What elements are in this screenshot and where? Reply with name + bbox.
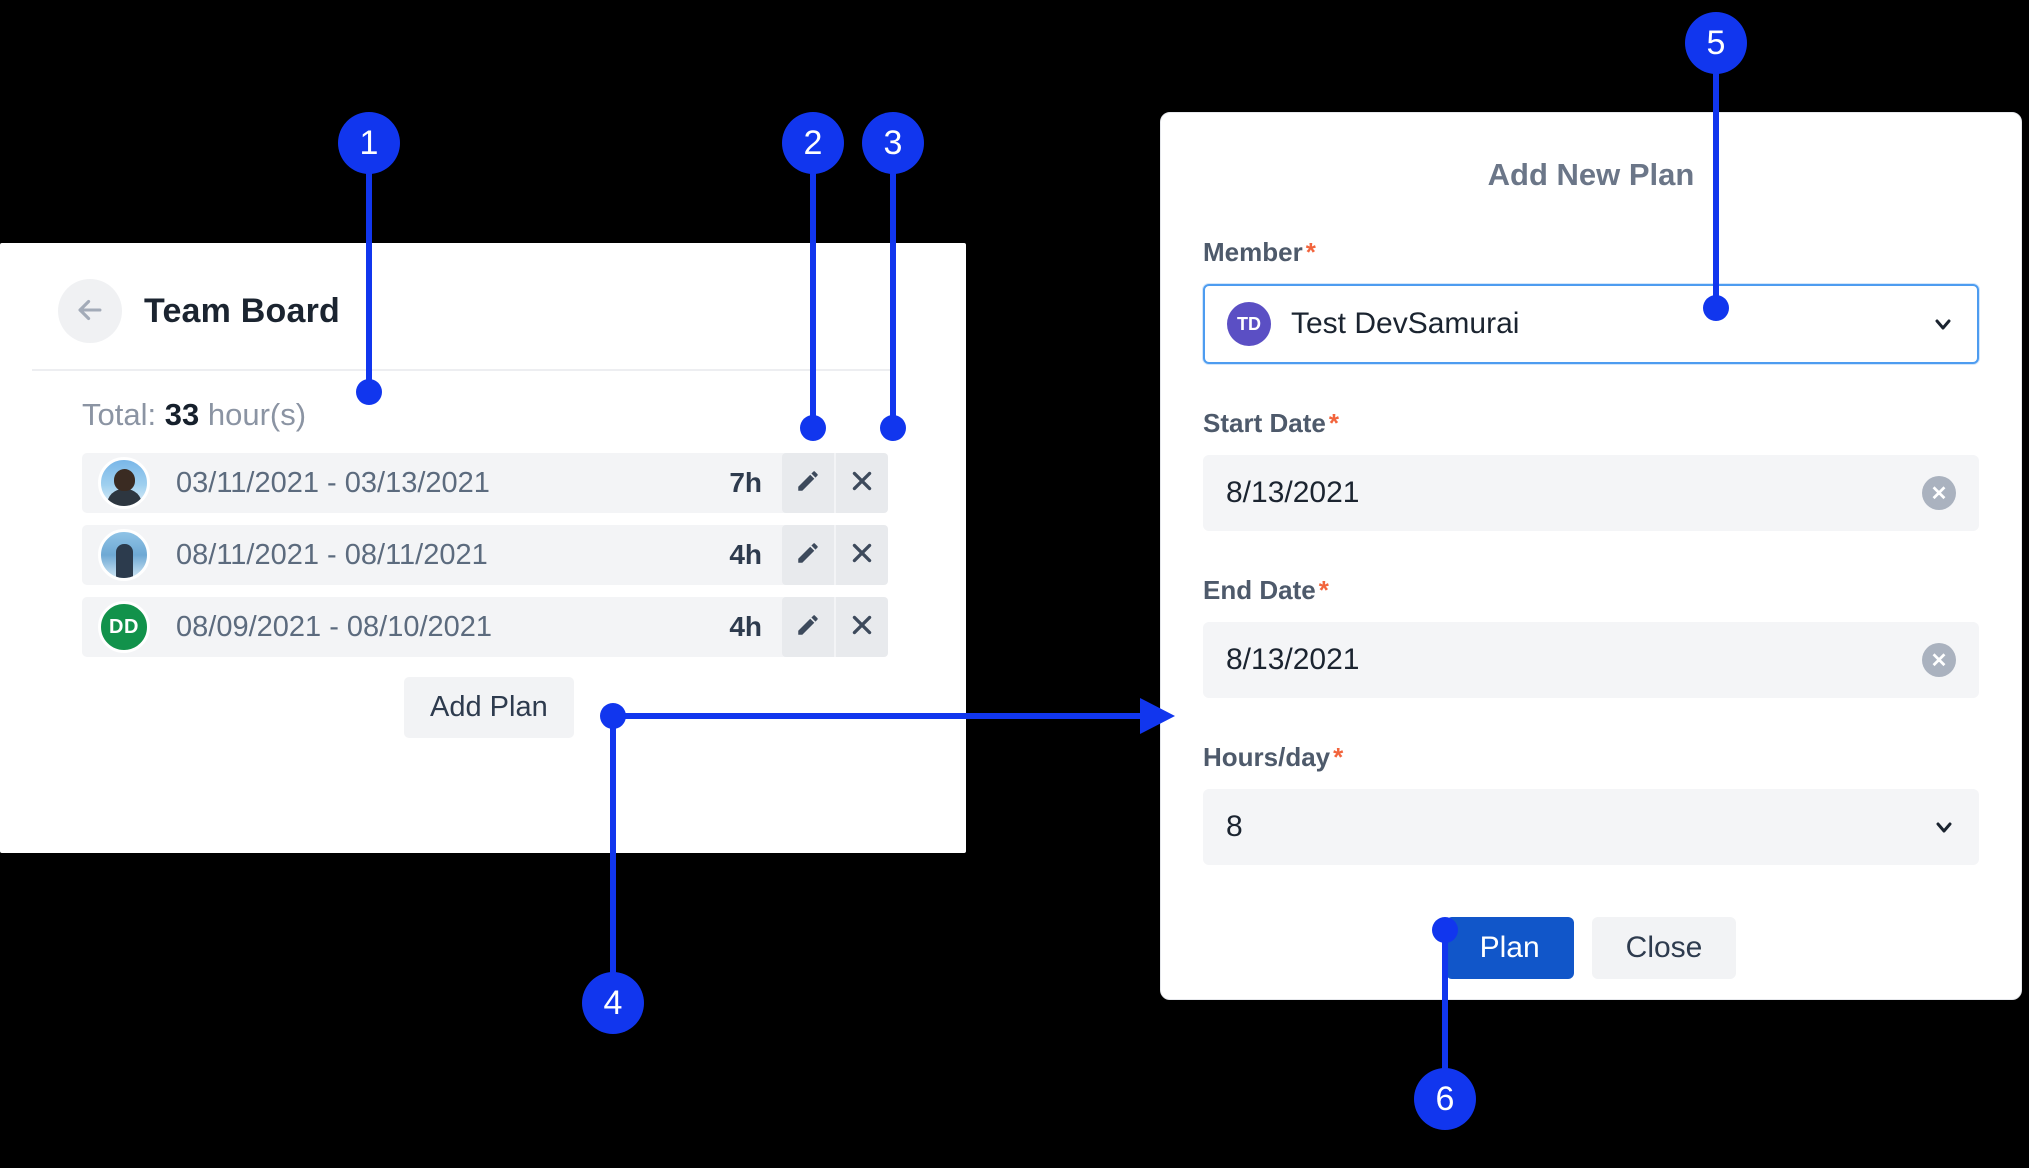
pencil-icon xyxy=(795,612,821,643)
arrow-left-icon xyxy=(73,293,107,330)
required-marker: * xyxy=(1305,237,1316,267)
avatar: DD xyxy=(98,601,150,653)
member-select[interactable]: TD Test DevSamurai xyxy=(1203,284,1979,364)
plan-hours: 7h xyxy=(729,467,762,498)
close-x-icon xyxy=(849,468,875,499)
plan-date-range: 03/11/2021 - 03/13/2021 xyxy=(176,466,490,499)
required-marker: * xyxy=(1318,575,1329,605)
chevron-down-icon xyxy=(1932,815,1956,839)
close-x-icon xyxy=(849,612,875,643)
total-value: 33 xyxy=(164,397,200,432)
plan-date-range: 08/09/2021 - 08/10/2021 xyxy=(176,610,493,643)
pencil-icon xyxy=(795,468,821,499)
callout-badge-6: 6 xyxy=(1414,1068,1476,1130)
clear-circle-icon[interactable]: ✕ xyxy=(1922,476,1956,510)
page-title: Team Board xyxy=(144,291,340,330)
end-date-label-text: End Date xyxy=(1203,575,1316,605)
table-row[interactable]: 08/11/2021 - 08/11/2021 4h xyxy=(82,525,888,585)
hours-per-day-select[interactable]: 8 xyxy=(1203,789,1979,865)
start-date-value: 8/13/2021 xyxy=(1226,476,1360,509)
hours-per-day-label-text: Hours/day xyxy=(1203,742,1331,772)
required-marker: * xyxy=(1328,408,1339,438)
total-suffix: hour(s) xyxy=(207,397,307,432)
start-date-label: Start Date* xyxy=(1203,408,1979,439)
team-board-header: Team Board xyxy=(0,243,966,343)
dialog-actions: Plan Close xyxy=(1203,917,1979,979)
edit-plan-button[interactable] xyxy=(782,453,834,513)
end-date-input[interactable]: 8/13/2021 ✕ xyxy=(1203,622,1979,698)
avatar xyxy=(98,529,150,581)
edit-plan-button[interactable] xyxy=(782,597,834,657)
chevron-down-icon xyxy=(1931,312,1955,336)
pencil-icon xyxy=(795,540,821,571)
member-label-text: Member xyxy=(1203,237,1303,267)
table-row[interactable]: 03/11/2021 - 03/13/2021 7h xyxy=(82,453,888,513)
callout-badge-2: 2 xyxy=(782,112,844,174)
avatar xyxy=(98,457,150,509)
dialog-title: Add New Plan xyxy=(1487,157,1695,192)
close-dialog-button[interactable]: Close xyxy=(1591,917,1737,979)
callout-badge-1: 1 xyxy=(338,112,400,174)
plan-hours: 4h xyxy=(729,611,762,642)
member-avatar: TD xyxy=(1227,302,1271,346)
plan-date-range: 08/11/2021 - 08/11/2021 xyxy=(176,538,488,571)
edit-plan-button[interactable] xyxy=(782,525,834,585)
delete-plan-button[interactable] xyxy=(836,525,888,585)
member-label: Member* xyxy=(1203,237,1979,268)
header-divider xyxy=(32,369,894,371)
plan-hours: 4h xyxy=(729,539,762,570)
team-board-card: Team Board Total: 33 hour(s) 03/11/2021 … xyxy=(0,243,966,853)
back-button[interactable] xyxy=(58,279,122,343)
callout-badge-3: 3 xyxy=(862,112,924,174)
delete-plan-button[interactable] xyxy=(836,453,888,513)
start-date-label-text: Start Date xyxy=(1203,408,1326,438)
close-x-icon xyxy=(849,540,875,571)
plan-list: 03/11/2021 - 03/13/2021 7h 08/11/2021 - … xyxy=(0,453,966,657)
plan-submit-button[interactable]: Plan xyxy=(1445,917,1574,979)
clear-circle-icon[interactable]: ✕ xyxy=(1922,643,1956,677)
end-date-value: 8/13/2021 xyxy=(1226,643,1360,676)
hours-per-day-value: 8 xyxy=(1226,810,1243,843)
total-prefix: Total: xyxy=(82,397,157,432)
end-date-label: End Date* xyxy=(1203,575,1979,606)
table-row[interactable]: DD 08/09/2021 - 08/10/2021 4h xyxy=(82,597,888,657)
required-marker: * xyxy=(1333,742,1344,772)
member-selected-value: Test DevSamurai xyxy=(1291,307,1520,340)
total-hours-label: Total: 33 hour(s) xyxy=(0,371,966,433)
callout-badge-5: 5 xyxy=(1685,12,1747,74)
add-new-plan-dialog: Add New Plan Member* TD Test DevSamurai … xyxy=(1160,112,2022,1000)
hours-per-day-label: Hours/day* xyxy=(1203,742,1979,773)
start-date-input[interactable]: 8/13/2021 ✕ xyxy=(1203,455,1979,531)
delete-plan-button[interactable] xyxy=(836,597,888,657)
callout-badge-4: 4 xyxy=(582,972,644,1034)
add-plan-button[interactable]: Add Plan xyxy=(404,677,574,738)
